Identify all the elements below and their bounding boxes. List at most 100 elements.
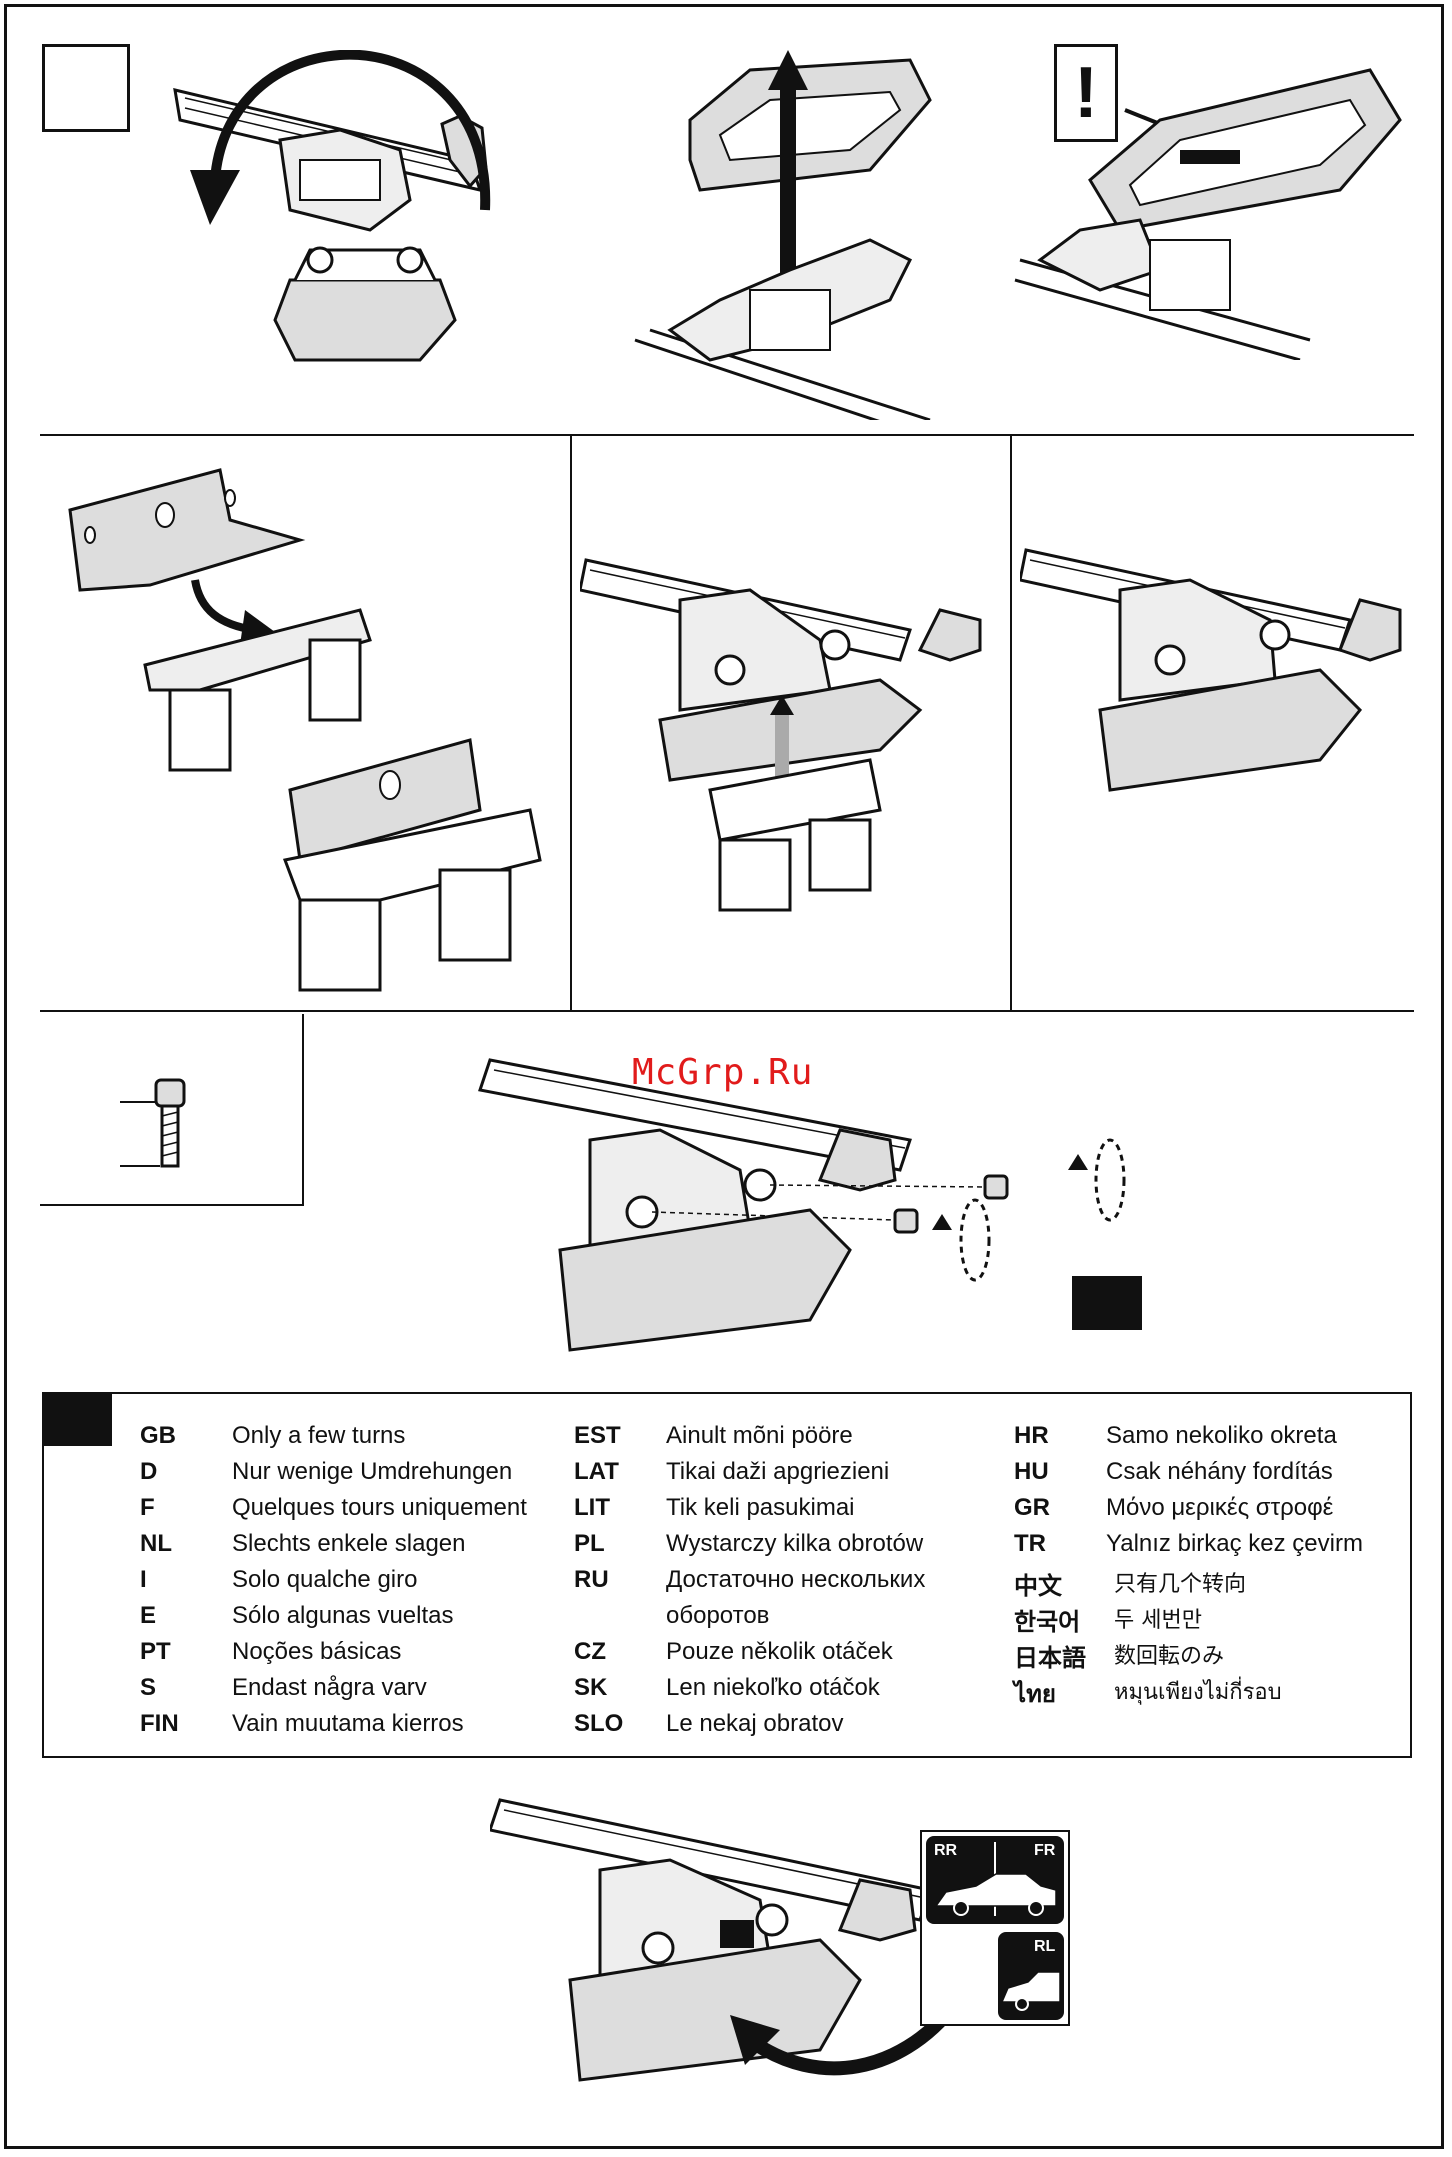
legend-row: 日本語 数回転のみ — [1014, 1638, 1394, 1674]
divider-row2-a — [570, 434, 572, 1010]
torque-badge — [1072, 1276, 1142, 1330]
legend-row: PT Noções básicas — [140, 1638, 560, 1674]
warning-sign: ! — [1054, 44, 1118, 142]
translation-text: Nur wenige Umdrehungen — [232, 1458, 513, 1485]
translation-text: Pouze několik otáček — [666, 1638, 893, 1665]
illustration-rotate-foot — [170, 50, 530, 390]
language-code: E — [140, 1602, 157, 1629]
apply-sticker-drawing — [490, 1798, 950, 2082]
translation-legend: GB Only a few turns D Nur wenige Umdrehung… — [42, 1392, 1412, 1758]
language-code: GB — [140, 1422, 176, 1449]
legend-row: HR Samo nekoliko okreta — [1014, 1422, 1394, 1458]
screw-drawing — [120, 1078, 186, 1168]
translation-text: Only a few turns — [232, 1422, 406, 1449]
legend-row: GB Only a few turns — [140, 1422, 560, 1458]
illustration-assemble-foot — [580, 510, 1000, 920]
legend-row: GR Μόνο μερικές στροφέ — [1014, 1494, 1394, 1530]
translation-text: Csak néhány fordítás — [1106, 1458, 1333, 1485]
sticker-label-rl: RL — [1034, 1938, 1056, 1955]
sticker-label-rr: RR — [934, 1842, 958, 1859]
divider-row2-b — [1010, 434, 1012, 1010]
step-number-box — [42, 44, 130, 132]
language-code: HR — [1014, 1422, 1049, 1449]
language-code: GR — [1014, 1494, 1050, 1521]
legend-row: E Sólo algunas vueltas — [140, 1602, 560, 1638]
translation-text: Sólo algunas vueltas — [232, 1602, 454, 1629]
language-code: SLO — [574, 1710, 624, 1737]
language-code: 日本語 — [1014, 1644, 1086, 1672]
language-code: 中文 — [1014, 1572, 1062, 1600]
translation-text: Wystarczy kilka obrotów — [666, 1530, 924, 1557]
language-code: TR — [1014, 1530, 1046, 1557]
cover-detail-drawing — [1014, 68, 1402, 360]
legend-row: I Solo qualche giro — [140, 1566, 560, 1602]
language-code: NL — [140, 1530, 172, 1557]
legend-row: RU Достаточно нескольких — [574, 1566, 994, 1602]
sticker-label-fr: FR — [1034, 1842, 1056, 1859]
illustration-insert-plate — [60, 460, 550, 1000]
position-sticker: RR FR RL — [920, 1830, 1070, 2026]
translation-text: Le nekaj obratov — [666, 1710, 844, 1737]
car-rear-icon — [1000, 1971, 1061, 2011]
translation-text: Yalnız birkaç kez çevirm — [1106, 1530, 1363, 1557]
legend-row: SLO Le nekaj obratov — [574, 1710, 994, 1746]
car-side-icon — [934, 1842, 1057, 1916]
translation-text: Samo nekoliko okreta — [1106, 1422, 1337, 1449]
translation-text: 数回転のみ — [1114, 1644, 1225, 1669]
legend-column-1: GB Only a few turns D Nur wenige Umdrehung… — [140, 1422, 560, 1746]
language-code: EST — [574, 1422, 621, 1449]
page-frame — [4, 4, 1444, 2149]
legend-row: D Nur wenige Umdrehungen — [140, 1458, 560, 1494]
language-code: HU — [1014, 1458, 1049, 1485]
translation-text: Noções básicas — [232, 1638, 402, 1665]
divider-row2 — [40, 1010, 1414, 1012]
language-code: F — [140, 1494, 155, 1521]
language-code: FIN — [140, 1710, 179, 1737]
language-code: D — [140, 1458, 158, 1485]
legend-row: S Endast några varv — [140, 1674, 560, 1710]
divider-screw-box — [302, 1014, 304, 1204]
language-code: S — [140, 1674, 157, 1701]
watermark: McGrp.Ru — [632, 1052, 814, 1093]
language-code: RU — [574, 1566, 609, 1593]
translation-text: Solo qualche giro — [232, 1566, 418, 1593]
divider-screw-box-bottom — [40, 1204, 304, 1206]
illustration-fasten-screws — [470, 1050, 1150, 1360]
language-code: PT — [140, 1638, 171, 1665]
translation-text: Tik keli pasukimai — [666, 1494, 855, 1521]
warning-symbol: ! — [1074, 53, 1098, 133]
assembled-foot-drawing — [1020, 548, 1402, 792]
translation-text: Μόνο μερικές στροφέ — [1106, 1494, 1334, 1521]
legend-row: оборотов — [574, 1602, 994, 1638]
translation-text: Len niekoľko otáčok — [666, 1674, 880, 1701]
legend-row: TR Yalnız birkaç kez çevirm — [1014, 1530, 1394, 1566]
language-code: ไทย — [1014, 1680, 1056, 1708]
insert-plate-drawing — [68, 468, 542, 992]
language-code: I — [140, 1566, 147, 1593]
translation-text: Endast några varv — [232, 1674, 427, 1701]
legend-row: CZ Pouze několik otáček — [574, 1638, 994, 1674]
illustration-assembled-foot — [1020, 510, 1420, 810]
sticker-rear: RL — [998, 1932, 1064, 2020]
translation-text: หมุนเพียงไม่กี่รอบ — [1114, 1680, 1282, 1705]
illustration-cover-detail — [1010, 40, 1410, 360]
translation-text: Tikai daži apgriezieni — [666, 1458, 890, 1485]
fasten-screws-drawing — [478, 1058, 1126, 1352]
illustration-screw — [110, 1070, 230, 1180]
lift-cover-drawing — [634, 50, 932, 420]
legend-column-3: HR Samo nekoliko okreta HU Csak néhány for… — [1014, 1422, 1394, 1710]
language-code: CZ — [574, 1638, 606, 1665]
illustration-apply-sticker — [490, 1790, 950, 2130]
legend-row: EST Ainult mõni pööre — [574, 1422, 994, 1458]
translation-text: 只有几个转向 — [1114, 1572, 1247, 1597]
translation-text: 두 세번만 — [1114, 1608, 1202, 1633]
translation-text: Достаточно нескольких — [666, 1566, 926, 1593]
translation-text: Ainult mõni pööre — [666, 1422, 853, 1449]
